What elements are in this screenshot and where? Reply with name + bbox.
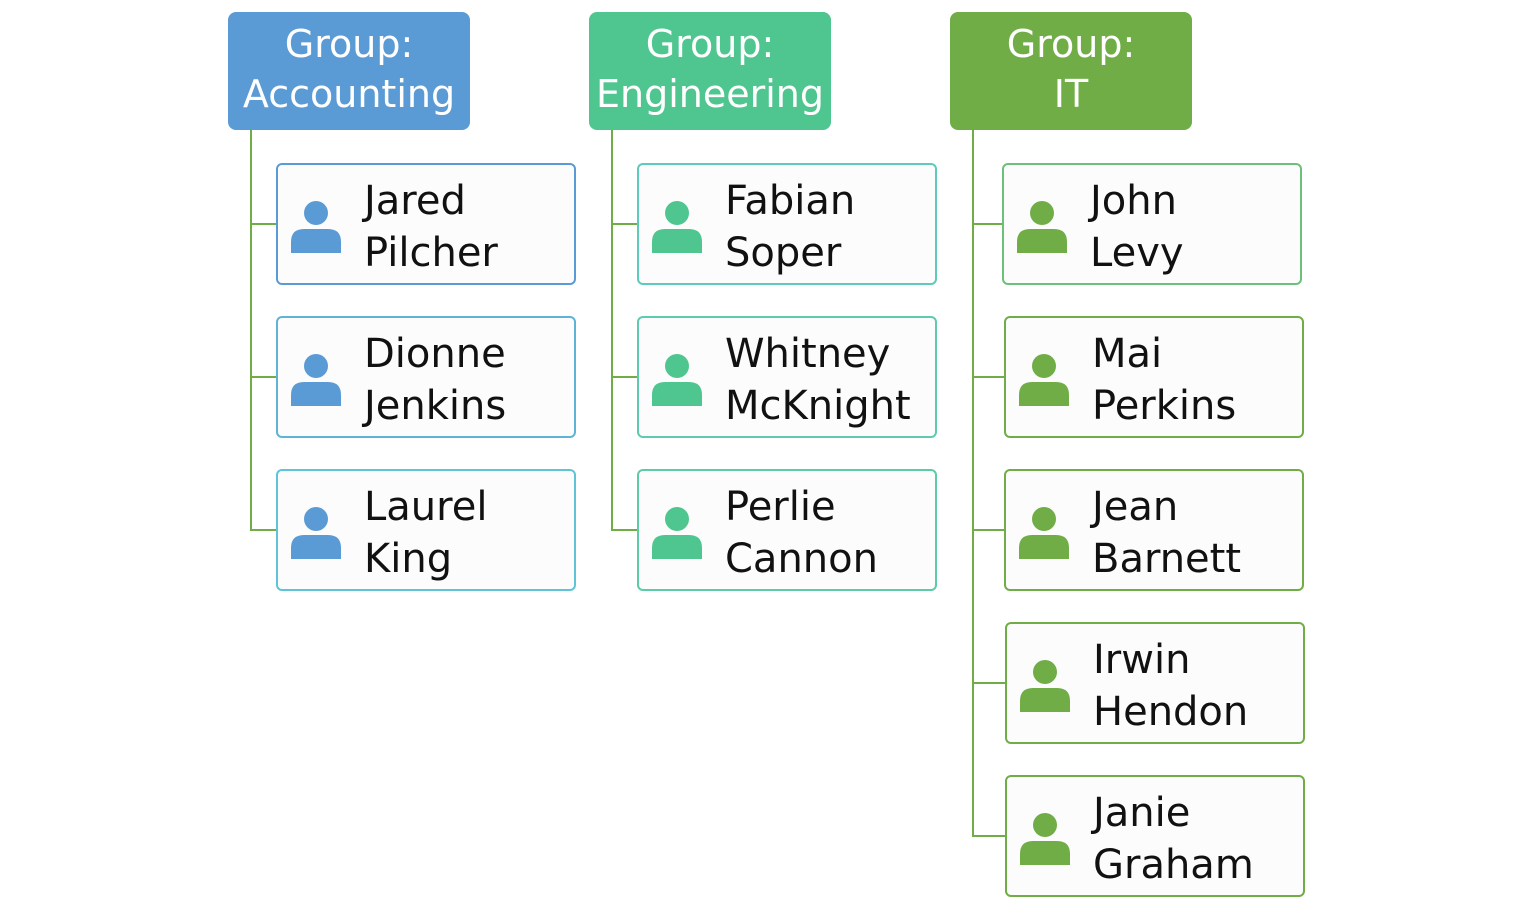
group-connector-trunk xyxy=(972,130,974,837)
group-connector-branch xyxy=(972,376,1004,378)
person-icon xyxy=(1019,507,1069,559)
member-first-name: Janie xyxy=(1093,790,1191,836)
member-last-name: McKnight xyxy=(725,383,911,429)
group-connector-branch xyxy=(250,529,276,531)
member-first-name: Irwin xyxy=(1093,637,1191,683)
group-connector-branch xyxy=(972,835,1005,837)
member-first-name: Perlie xyxy=(725,484,836,530)
member-last-name: Pilcher xyxy=(364,230,498,276)
member-first-name: Mai xyxy=(1092,331,1163,377)
person-icon xyxy=(1020,813,1070,865)
member-first-name: Dionne xyxy=(364,331,506,377)
group-header-line2: Engineering xyxy=(596,72,824,116)
member-last-name: Jenkins xyxy=(364,383,507,429)
member-last-name: Levy xyxy=(1090,230,1184,276)
group-header-engineering: Group: Engineering xyxy=(589,12,831,130)
member-last-name: Cannon xyxy=(725,536,878,582)
group-header-line2: Accounting xyxy=(242,72,456,116)
member-first-name: Fabian xyxy=(725,178,856,224)
group-connector-branch xyxy=(611,223,637,225)
group-connector-trunk xyxy=(250,130,252,531)
member-first-name: Jean xyxy=(1092,484,1179,530)
person-icon xyxy=(291,354,341,406)
member-last-name: Graham xyxy=(1093,842,1254,888)
group-header-line1: Group: xyxy=(645,22,775,66)
group-connector-branch xyxy=(611,376,637,378)
group-connector-branch xyxy=(972,529,1004,531)
person-icon xyxy=(1017,201,1067,253)
person-icon xyxy=(1019,354,1069,406)
person-icon xyxy=(291,507,341,559)
member-last-name: Barnett xyxy=(1092,536,1242,582)
person-icon xyxy=(652,201,702,253)
group-header-line1: Group: xyxy=(284,22,414,66)
group-connector-branch xyxy=(250,376,276,378)
member-first-name: John xyxy=(1090,178,1177,224)
group-header-accounting: Group: Accounting xyxy=(228,12,470,130)
member-last-name: Hendon xyxy=(1093,689,1249,735)
member-last-name: Perkins xyxy=(1092,383,1237,429)
group-connector-branch xyxy=(972,682,1005,684)
person-icon xyxy=(652,354,702,406)
group-connector-branch xyxy=(611,529,637,531)
group-connector-branch xyxy=(250,223,276,225)
group-header-line1: Group: xyxy=(1006,22,1136,66)
member-first-name: Jared xyxy=(364,178,466,224)
person-icon xyxy=(652,507,702,559)
member-first-name: Laurel xyxy=(364,484,488,530)
group-connector-trunk xyxy=(611,130,613,531)
member-first-name: Whitney xyxy=(725,331,891,377)
group-header-it: Group: IT xyxy=(950,12,1192,130)
group-connector-branch xyxy=(972,223,1002,225)
group-header-line2: IT xyxy=(1053,72,1089,116)
person-icon xyxy=(291,201,341,253)
member-last-name: Soper xyxy=(725,230,842,276)
member-last-name: King xyxy=(364,536,453,582)
person-icon xyxy=(1020,660,1070,712)
